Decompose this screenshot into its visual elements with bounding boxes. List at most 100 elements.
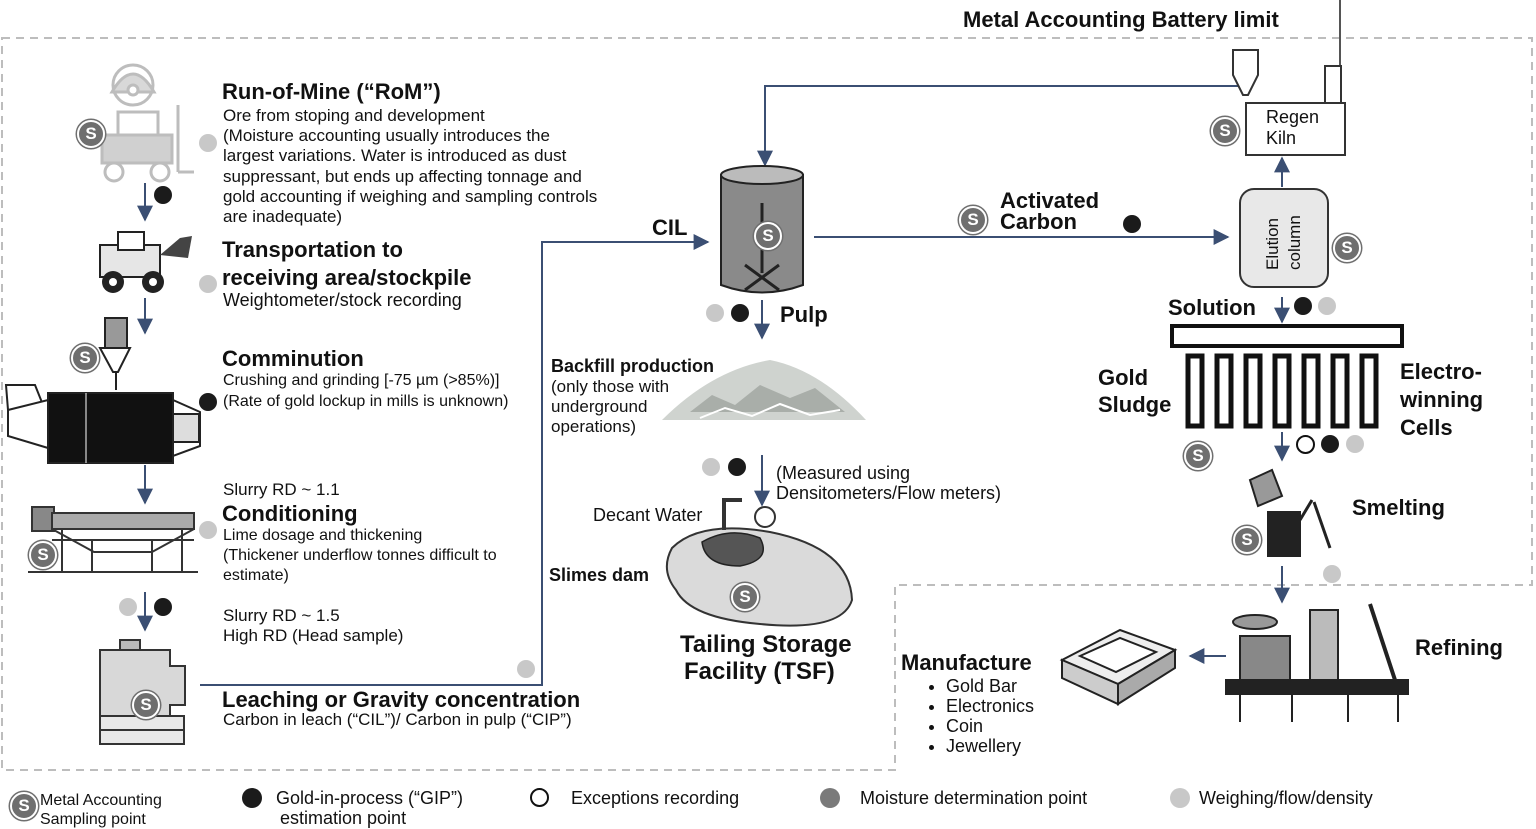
weighing-point-icon: [199, 275, 217, 293]
leaching-subtitle: Carbon in leach (“CIL”)/ Carbon in pulp …: [223, 710, 572, 729]
pulp-label: Pulp: [780, 302, 828, 327]
slimes-dam-label: Slimes dam: [549, 565, 650, 585]
gip-point-icon: [728, 458, 746, 476]
loader-icon: [99, 231, 192, 293]
weighing-point-icon: [706, 304, 724, 322]
rom-title: Run-of-Mine (“RoM”): [222, 79, 441, 104]
backfill-pile-icon: [662, 360, 866, 420]
comminution-line-1: Crushing and grinding [-75 µm (>85%)]: [223, 372, 500, 389]
gip-point-icon: [1294, 297, 1312, 315]
leach-tank-icon: [99, 639, 186, 745]
rom-line-6: are inadequate): [223, 207, 343, 226]
slimes-dam-icon: [665, 498, 854, 627]
thickener-icon: [28, 506, 198, 573]
sampling-point-icon: S: [77, 120, 105, 148]
transport-subtitle: Weightometer/stock recording: [223, 290, 462, 310]
cil-label: CIL: [652, 215, 688, 240]
decant-water-label: Decant Water: [593, 505, 703, 525]
head-sample-line-2: High RD (Head sample): [223, 626, 404, 645]
weighing-point-icon: [119, 598, 137, 616]
forklift-icon: [100, 105, 194, 183]
backfill-title: Backfill production: [551, 356, 715, 376]
backfill-line-2: underground: [551, 397, 648, 416]
measured-line-1: (Measured using: [776, 463, 911, 483]
solution-label: Solution: [1168, 295, 1256, 320]
list-item: Gold Bar: [946, 676, 1034, 696]
head-sample-line-1: Slurry RD ~ 1.5: [223, 606, 340, 625]
battery-limit-label: Metal Accounting Battery limit: [963, 7, 1279, 32]
weighing-point-icon: [517, 660, 535, 678]
elution-column-line-1: Elution: [1263, 218, 1282, 270]
gip-point-icon: [154, 186, 172, 204]
conditioning-rd-label: Slurry RD ~ 1.1: [223, 480, 340, 499]
manufacture-list: Gold Bar Electronics Coin Jewellery: [920, 676, 1034, 756]
sampling-point-icon: S: [132, 691, 160, 719]
battery-limit-boundary: [1, 37, 1533, 771]
sampling-point-icon: S: [1233, 526, 1261, 554]
backfill-line-1: (only those with: [551, 377, 670, 396]
electrowinning-line-3: Cells: [1400, 415, 1453, 440]
mill-icon: [4, 317, 201, 464]
sampling-point-icon: S: [959, 206, 987, 234]
regen-kiln-line-2: Kiln: [1266, 128, 1297, 148]
gip-point-icon: [242, 788, 262, 808]
transport-title-line-2: receiving area/stockpile: [222, 265, 472, 290]
rom-line-3: largest variations. Water is introduced …: [223, 146, 567, 165]
manufacture-title: Manufacture: [901, 650, 1032, 675]
tsf-line-2: Facility (TSF): [684, 658, 835, 685]
sampling-point-icon: S: [71, 344, 99, 372]
hard-hat-icon: [109, 63, 157, 107]
weighing-point-icon: [1318, 297, 1336, 315]
legend-exceptions: Exceptions recording: [571, 788, 740, 808]
sampling-point-icon: S: [731, 583, 759, 611]
legend-gip-line-1: Gold-in-process (“GIP”): [276, 788, 464, 808]
gip-point-icon: [199, 393, 217, 411]
sampling-point-icon: S: [1184, 442, 1212, 470]
electrowinning-line-1: Electro-: [1400, 359, 1482, 384]
leaching-title: Leaching or Gravity concentration: [222, 687, 581, 712]
sampling-point-icon: S: [1333, 234, 1361, 262]
exceptions-point-icon: [530, 788, 549, 807]
gip-point-icon: [1123, 215, 1141, 233]
refinery-icon: [1225, 603, 1409, 722]
weighing-point-icon: [1323, 565, 1341, 583]
gip-point-icon: [1321, 435, 1339, 453]
sampling-point-icon: S: [754, 222, 782, 250]
legend-moisture: Moisture determination point: [860, 788, 1088, 808]
conditioning-line-3: estimate): [223, 567, 289, 584]
refining-label: Refining: [1415, 635, 1503, 660]
gold-sludge-line-2: Sludge: [1098, 392, 1172, 417]
electrowinning-cells-icon: [1170, 324, 1404, 429]
exceptions-point-icon: [1296, 435, 1315, 454]
activated-carbon-line-1: Activated: [1000, 188, 1100, 213]
smelting-label: Smelting: [1352, 495, 1445, 520]
comminution-line-2: (Rate of gold lockup in mills is unknown…: [223, 393, 509, 410]
electrowinning-line-2: winning: [1400, 387, 1484, 412]
gold-bars-icon: [1059, 628, 1178, 706]
weighing-point-icon: [199, 521, 217, 539]
flow-arrows: [137, 85, 1290, 686]
conditioning-line-2: (Thickener underflow tonnes difficult to: [223, 547, 497, 564]
gip-point-icon: [731, 304, 749, 322]
weighing-point-icon: [1170, 788, 1190, 808]
legend-gip-line-2: estimation point: [280, 808, 407, 828]
conditioning-line-1: Lime dosage and thickening: [223, 527, 423, 544]
regen-kiln-icon: [1232, 49, 1346, 156]
legend-sampling-line-1: Metal Accounting: [40, 792, 162, 809]
list-item: Electronics: [946, 696, 1034, 716]
rom-line-5: gold accounting if weighing and sampling…: [223, 187, 598, 206]
rom-line-4: suppressant, but ends up affecting tonna…: [223, 167, 582, 186]
list-item: Jewellery: [946, 736, 1034, 756]
moisture-point-icon: [820, 788, 840, 808]
smelting-icon: [1248, 468, 1332, 557]
elution-column-line-2: column: [1285, 215, 1304, 270]
rom-line-1: Ore from stoping and development: [223, 106, 485, 125]
backfill-line-3: operations): [551, 417, 637, 436]
comminution-title: Comminution: [222, 346, 364, 371]
conditioning-title: Conditioning: [222, 501, 358, 526]
legend-weighing: Weighing/flow/density: [1199, 788, 1373, 808]
gold-sludge-line-1: Gold: [1098, 365, 1149, 390]
sampling-point-icon: S: [1211, 117, 1239, 145]
measured-line-2: Densitometers/Flow meters): [776, 483, 1002, 503]
